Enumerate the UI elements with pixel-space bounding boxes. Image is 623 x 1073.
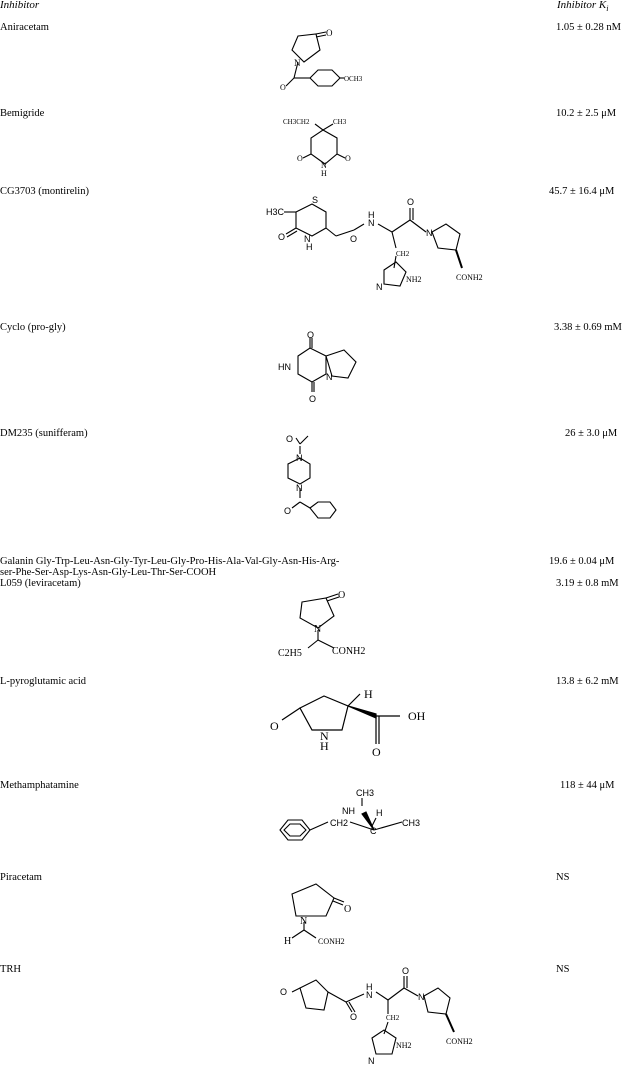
ch2-label: CH2 — [396, 250, 410, 258]
n-atom-label: N — [296, 453, 303, 463]
inhibitor-name: Methamphatamine — [0, 780, 79, 791]
ki-value: 19.6 ± 0.04 μM — [549, 556, 615, 567]
n-atom-label: N — [304, 234, 311, 244]
o-atom-label: O — [286, 434, 293, 444]
ki-value: NS — [556, 964, 570, 975]
ch3ch2-label: CH3CH2 — [283, 118, 310, 126]
bemigride-structure: CH3CH2 CH3 O O N H — [283, 118, 351, 178]
nh-label: NH — [342, 806, 355, 816]
ki-value: 3.38 ± 0.69 mM — [554, 322, 622, 333]
hn-label: HN — [278, 362, 291, 372]
inhibitor-name: TRH — [0, 964, 21, 975]
n-atom-label: N — [326, 372, 333, 382]
o-atom-label: O — [297, 154, 303, 163]
dm235-structure: O N N O — [284, 434, 337, 519]
ki-header-subscript: i — [606, 4, 609, 14]
h-atom-label: H — [306, 242, 313, 252]
h3c-label: H3C — [266, 207, 285, 217]
ki-value: 1.05 ± 0.28 nM — [556, 22, 621, 33]
nh2-label: NH2 — [396, 1041, 412, 1050]
inhibitor-name: CG3703 (montirelin) — [0, 186, 89, 197]
n-atom-label: N — [294, 58, 301, 68]
ki-column-header: Inhibitor Ki — [557, 0, 608, 13]
ki-value: NS — [556, 872, 570, 883]
inhibitor-column-header: Inhibitor — [0, 0, 40, 11]
o-atom-label: O — [309, 394, 316, 404]
h-atom-label: H — [376, 808, 383, 818]
o-atom-label: O — [402, 966, 409, 976]
conh2-label: CONH2 — [456, 273, 483, 282]
nh2-label: NH2 — [406, 275, 422, 284]
h-atom-label: H — [368, 210, 375, 220]
o-atom-label: O — [350, 1012, 357, 1022]
o-atom-label: O — [278, 232, 285, 242]
n-atom-label: N — [296, 483, 303, 493]
n-atom-label: N — [368, 218, 375, 228]
conh2-label: CONH2 — [332, 646, 365, 657]
cyclo-pro-gly-structure: O HN N O — [278, 330, 357, 404]
trh-structure: O O N H O N CH2 NH2 N CONH2 — [280, 966, 473, 1066]
n-atom-label: N — [426, 228, 433, 238]
ki-value: 45.7 ± 16.4 μM — [549, 186, 615, 197]
l-pyroglutamic-acid-structure: H O N H OH O — [270, 687, 426, 759]
n-atom-label: N — [418, 992, 425, 1002]
n-atom-label: N — [368, 1056, 375, 1066]
oh-label: OH — [408, 709, 426, 723]
h-atom-label: H — [320, 739, 329, 753]
o-atom-label: O — [280, 83, 286, 92]
n-atom-label: N — [366, 990, 373, 1000]
c-atom-label: C — [370, 826, 377, 836]
inhibitor-name: Aniracetam — [0, 22, 49, 33]
o-atom-label: O — [407, 197, 414, 207]
n-atom-label: N — [321, 161, 327, 170]
o-atom-label: O — [280, 987, 287, 997]
o-atom-label: O — [270, 719, 279, 733]
ki-header-text: Inhibitor K — [557, 0, 607, 11]
cg3703-structure: H3C S O N H O N H O N CH2 NH2 N CONH2 — [266, 195, 483, 292]
inhibitor-name-continued: ser-Phe-Ser-Asp-Lys-Asn-Gly-Leu-Thr-Ser-… — [0, 567, 217, 578]
n-atom-label: N — [376, 282, 383, 292]
h-atom-label: H — [364, 687, 373, 701]
ch3-label: CH3 — [333, 118, 347, 126]
ch3-label: CH3 — [402, 818, 420, 828]
ch3-label: CH3 — [356, 788, 374, 798]
o-atom-label: O — [326, 28, 333, 38]
n-atom-label: N — [300, 916, 307, 927]
ki-value: 3.19 ± 0.8 mM — [556, 578, 619, 589]
conh2-label: CONH2 — [446, 1037, 473, 1046]
n-atom-label: N — [320, 729, 329, 743]
inhibitor-name: Piracetam — [0, 872, 42, 883]
ki-value: 10.2 ± 2.5 μM — [556, 108, 617, 119]
och3-label: OCH3 — [344, 75, 363, 83]
ch2-label: CH2 — [330, 818, 348, 828]
h-atom-label: H — [284, 936, 291, 947]
inhibitor-name: Galanin Gly-Trp-Leu-Asn-Gly-Tyr-Leu-Gly-… — [0, 556, 340, 567]
c2h5-label: C2H5 — [278, 648, 302, 659]
h-atom-label: H — [321, 169, 327, 178]
o-atom-label: O — [344, 904, 351, 915]
ki-value: 13.8 ± 6.2 mM — [556, 676, 619, 687]
inhibitor-name: Cyclo (pro-gly) — [0, 322, 66, 333]
h-atom-label: H — [366, 982, 373, 992]
conh2-label: CONH2 — [318, 937, 345, 946]
ki-value: 118 ± 44 μM — [560, 780, 615, 791]
o-atom-label: O — [338, 590, 345, 601]
aniracetam-structure: N O O OCH3 — [280, 28, 363, 92]
o-atom-label: O — [345, 154, 351, 163]
o-atom-label: O — [284, 506, 291, 516]
s-atom-label: S — [312, 195, 318, 205]
inhibitor-name: Bemigride — [0, 108, 45, 119]
inhibitor-name: L-pyroglutamic acid — [0, 676, 87, 687]
inhibitor-name: DM235 (sunifferam) — [0, 428, 88, 439]
ki-value: 26 ± 3.0 μM — [565, 428, 618, 439]
inhibitor-name: L059 (leviracetam) — [0, 578, 81, 589]
o-atom-label: O — [350, 234, 357, 244]
n-atom-label: N — [314, 624, 321, 635]
piracetam-structure: O N H CONH2 — [284, 883, 351, 947]
l059-structure: O N C2H5 CONH2 — [278, 590, 365, 659]
o-atom-label: O — [307, 330, 314, 340]
ch2-label: CH2 — [386, 1014, 400, 1022]
o-atom-label: O — [372, 745, 381, 759]
methamphetamine-structure: CH3 NH H CH2 C CH3 — [279, 788, 420, 841]
